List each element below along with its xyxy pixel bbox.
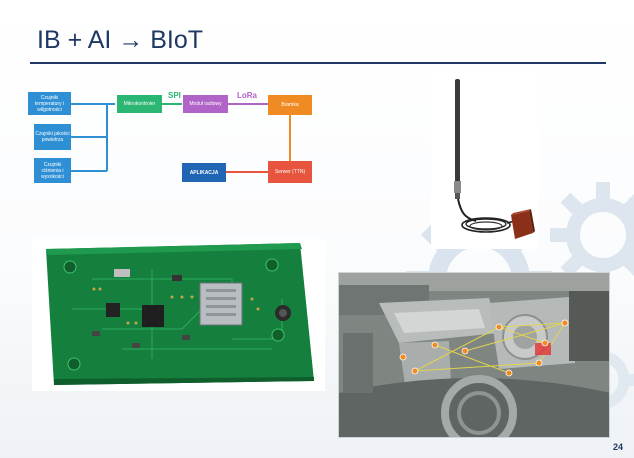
protocol-label-spi: SPI [168,91,181,100]
block-microcontroller: Mikrokontroler [117,95,162,113]
block-radio-module: Moduł radiowy [183,95,228,113]
block-air-quality-sensors: Czujniki jakości powietrza [34,124,71,150]
block-gateway: Bramka [268,95,312,115]
slide-title: IB + AI → BIoT [37,26,204,54]
connector-line [106,103,108,171]
pcb-illustration [46,243,314,385]
connector-line [71,136,107,138]
aerial-map-illustration [339,273,609,437]
title-divider [30,62,606,64]
block-pressure-altitude-sensors: Czujniki ciśnienia i wysokości [34,158,71,183]
antenna-sensor-photo [431,73,539,249]
connector-line [71,170,107,172]
connector-line [228,103,268,105]
connector-line [289,115,291,161]
block-application: APLIKACJA [182,163,226,182]
protocol-label-lora: LoRa [237,91,257,100]
block-temp-humidity-sensors: Czujniki temperatury i wilgotności [28,92,71,115]
pcb-board-photo [32,239,325,391]
connector-line [71,103,115,105]
connector-line [162,103,182,105]
connector-line [226,171,268,173]
system-block-diagram: Czujniki temperatury i wilgotności Czujn… [28,85,328,195]
antenna-illustration [454,79,535,239]
page-number: 24 [612,442,623,452]
block-server-ttn: Serwer (TTN) [268,161,312,183]
aerial-sensor-map [338,272,610,438]
